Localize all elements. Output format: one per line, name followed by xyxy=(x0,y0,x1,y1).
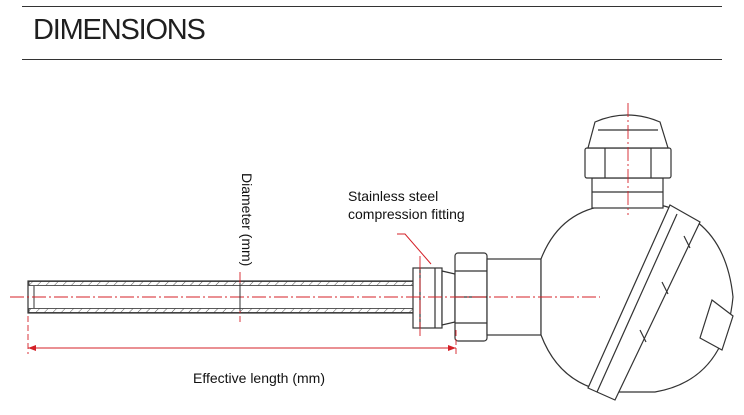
fitting-leader xyxy=(397,233,432,265)
head-neck xyxy=(486,258,542,336)
section-title: DIMENSIONS xyxy=(33,14,206,46)
fitting-label-line1: Stainless steel xyxy=(348,188,438,204)
diameter-label: Diameter (mm) xyxy=(239,173,255,266)
centerlines xyxy=(10,103,629,338)
title-underline xyxy=(22,59,722,60)
effective-length-label: Effective length (mm) xyxy=(193,370,325,386)
top-rule xyxy=(22,6,722,7)
terminal-head xyxy=(540,114,734,401)
fitting-label-line2: compression fitting xyxy=(348,206,465,222)
compression-fitting xyxy=(412,252,488,342)
effective-length-dimension xyxy=(27,316,457,354)
